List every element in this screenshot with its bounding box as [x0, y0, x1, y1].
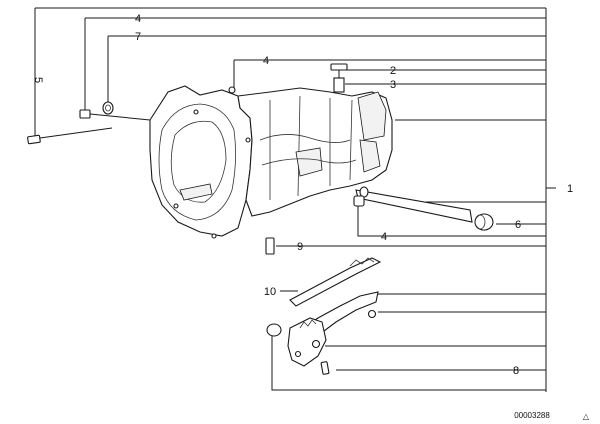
- corner-symbol: △: [583, 412, 590, 421]
- bushing-6: [474, 213, 494, 231]
- callout-3: 3: [345, 79, 546, 91]
- shift-rod: [355, 186, 546, 223]
- callout-4-mid: 4: [233, 55, 546, 92]
- bushing-4-low: [353, 195, 365, 207]
- callout-label-10: 10: [264, 286, 276, 298]
- callout-6: 6: [496, 219, 546, 231]
- callout-label-5: 5: [32, 77, 44, 83]
- callout-label-9: 9: [297, 241, 303, 253]
- callout-label-1: 1: [567, 183, 573, 195]
- callout-7: 7: [107, 31, 546, 102]
- callout-label-2: 2: [390, 65, 396, 77]
- callout-label-4-top: 4: [135, 13, 141, 25]
- callout-label-4-mid: 4: [263, 55, 269, 67]
- callout-2: 2: [345, 65, 546, 77]
- dowel-pin-5: [27, 127, 113, 145]
- document-number: 00003288: [514, 411, 550, 420]
- callout-label-8: 8: [513, 365, 519, 377]
- pin-9: [265, 237, 275, 255]
- selector-plate: [266, 317, 330, 375]
- callout-8: 8: [271, 326, 546, 391]
- callout-5: 5: [32, 77, 44, 83]
- transmission-housing: [149, 63, 393, 239]
- callout-label-7: 7: [135, 31, 141, 43]
- selector-rod-10: [289, 257, 382, 307]
- callout-9: 9: [276, 241, 546, 253]
- bolt-4-top: [79, 109, 151, 121]
- callout-4-low: 4: [357, 200, 546, 243]
- callout-10: 10: [264, 286, 298, 298]
- callout-label-3: 3: [390, 79, 396, 91]
- callout-label-4-low: 4: [381, 231, 387, 243]
- callout-label-6: 6: [515, 219, 521, 231]
- callout-1: 1: [546, 183, 573, 195]
- callout-4-top: 4: [34, 7, 546, 140]
- sleeve-7: [102, 101, 114, 115]
